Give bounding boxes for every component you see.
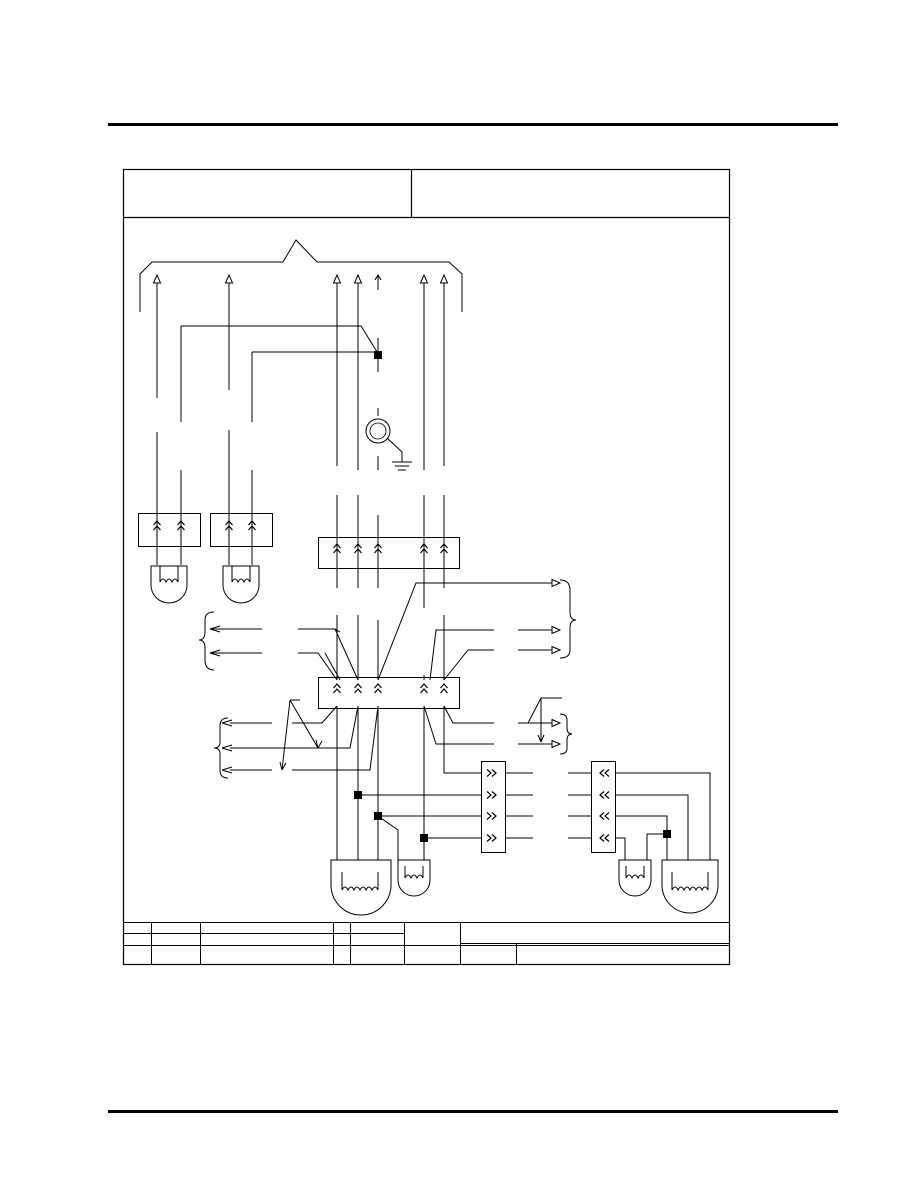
ground-lamp-inner bbox=[369, 422, 387, 440]
splice-dots bbox=[354, 351, 671, 842]
lamp-small-center bbox=[397, 859, 431, 897]
top-terminal-arrows bbox=[153, 274, 448, 284]
connector-right-1 bbox=[481, 761, 506, 853]
arrow-heads-small bbox=[279, 734, 545, 771]
connector-center-upper bbox=[318, 537, 460, 569]
connector-right-2 bbox=[591, 761, 616, 853]
top-brace bbox=[139, 239, 463, 312]
connector-left-2 bbox=[210, 513, 273, 547]
lamp-left-1 bbox=[150, 565, 188, 604]
lamp-large-right bbox=[661, 859, 719, 914]
left-brace-upper bbox=[198, 611, 215, 671]
left-brace-lower bbox=[213, 717, 229, 779]
connector-chevrons bbox=[152, 520, 610, 843]
ground-lamp-outer bbox=[365, 418, 391, 444]
right-brace-upper bbox=[559, 579, 577, 659]
lamp-small-right bbox=[618, 859, 652, 897]
wiring-lines bbox=[139, 239, 711, 860]
lamp-large-center bbox=[330, 859, 392, 916]
right-brace-lower bbox=[559, 713, 573, 755]
connector-left-1 bbox=[138, 513, 201, 547]
right-terminal-arrows bbox=[551, 579, 561, 748]
revision-table bbox=[123, 922, 730, 965]
lamp-left-2 bbox=[222, 565, 260, 604]
connector-center-lower bbox=[318, 677, 460, 709]
diagram-frame bbox=[122, 168, 731, 966]
left-terminal-arrows bbox=[209, 625, 233, 774]
